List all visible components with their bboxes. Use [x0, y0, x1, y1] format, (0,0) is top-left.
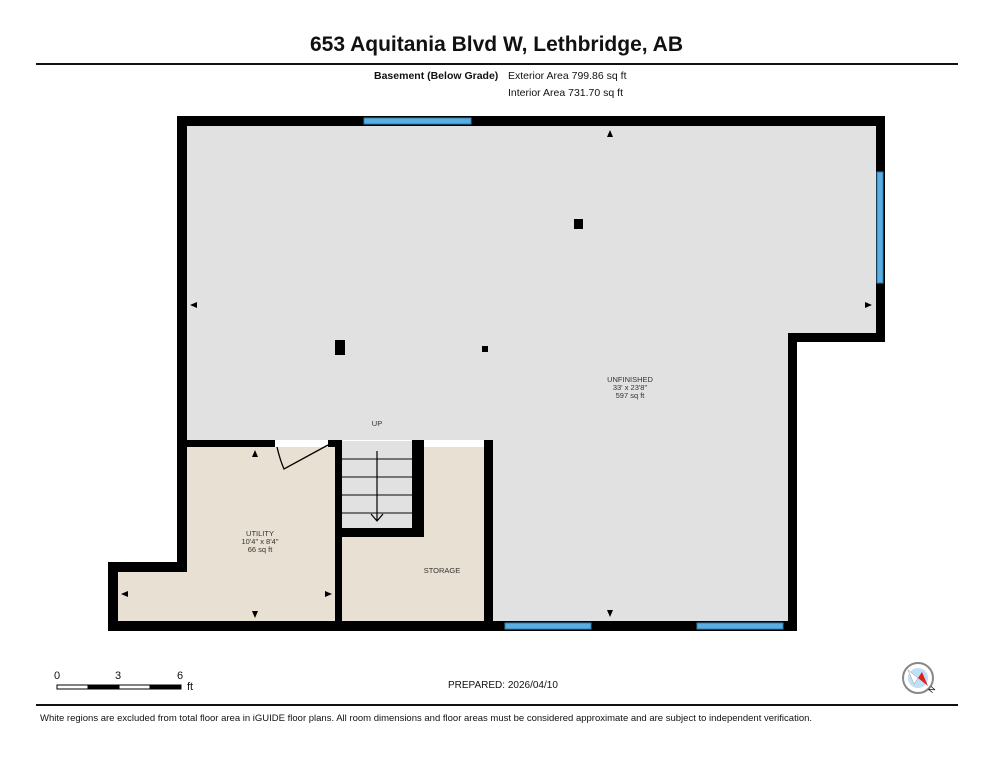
- svg-text:N: N: [927, 684, 938, 694]
- scale-unit: ft: [187, 681, 194, 693]
- window: [696, 622, 784, 630]
- window: [876, 171, 884, 284]
- door-swing: [276, 444, 329, 470]
- prepared-date: PREPARED: 2026/04/10: [448, 680, 558, 691]
- room-label-storage: STORAGE: [423, 566, 461, 575]
- room-dims: 33' x 23'8": [612, 383, 648, 392]
- windows: [363, 117, 884, 630]
- level-name: Basement (Below Grade): [374, 70, 499, 82]
- room-label-unfinished: UNFINISHED 33' x 23'8" 597 sq ft: [580, 376, 680, 400]
- room-area: 66 sq ft: [247, 545, 273, 554]
- scale-bar: [56, 684, 182, 690]
- room-name: UNFINISHED: [607, 375, 653, 384]
- footer-divider: [36, 704, 958, 706]
- window: [504, 622, 592, 630]
- room-dims: 10'4" x 8'4": [241, 537, 279, 546]
- header-divider: [36, 63, 958, 65]
- window: [363, 117, 472, 125]
- interior-area: Interior Area 731.70 sq ft: [508, 87, 623, 99]
- stair-arrow-icon: [370, 451, 384, 522]
- room-name: UTILITY: [246, 529, 274, 538]
- utility-floor: [118, 447, 335, 621]
- scale-tick: 6: [177, 670, 184, 682]
- exterior-area: Exterior Area 799.86 sq ft: [508, 70, 627, 82]
- stairs-label: UP: [371, 419, 383, 428]
- compass-icon: N: [902, 662, 938, 695]
- unfinished-floor: [187, 126, 876, 621]
- disclaimer: White regions are excluded from total fl…: [40, 713, 813, 724]
- room-label-utility: UTILITY 10'4" x 8'4" 66 sq ft: [210, 530, 310, 554]
- page-title: 653 Aquitania Blvd W, Lethbridge, AB: [310, 33, 683, 56]
- room-area: 597 sq ft: [615, 391, 645, 400]
- scale-tick: 0: [54, 670, 61, 682]
- scale-tick: 3: [115, 670, 122, 682]
- dimension-arrows: [121, 130, 872, 618]
